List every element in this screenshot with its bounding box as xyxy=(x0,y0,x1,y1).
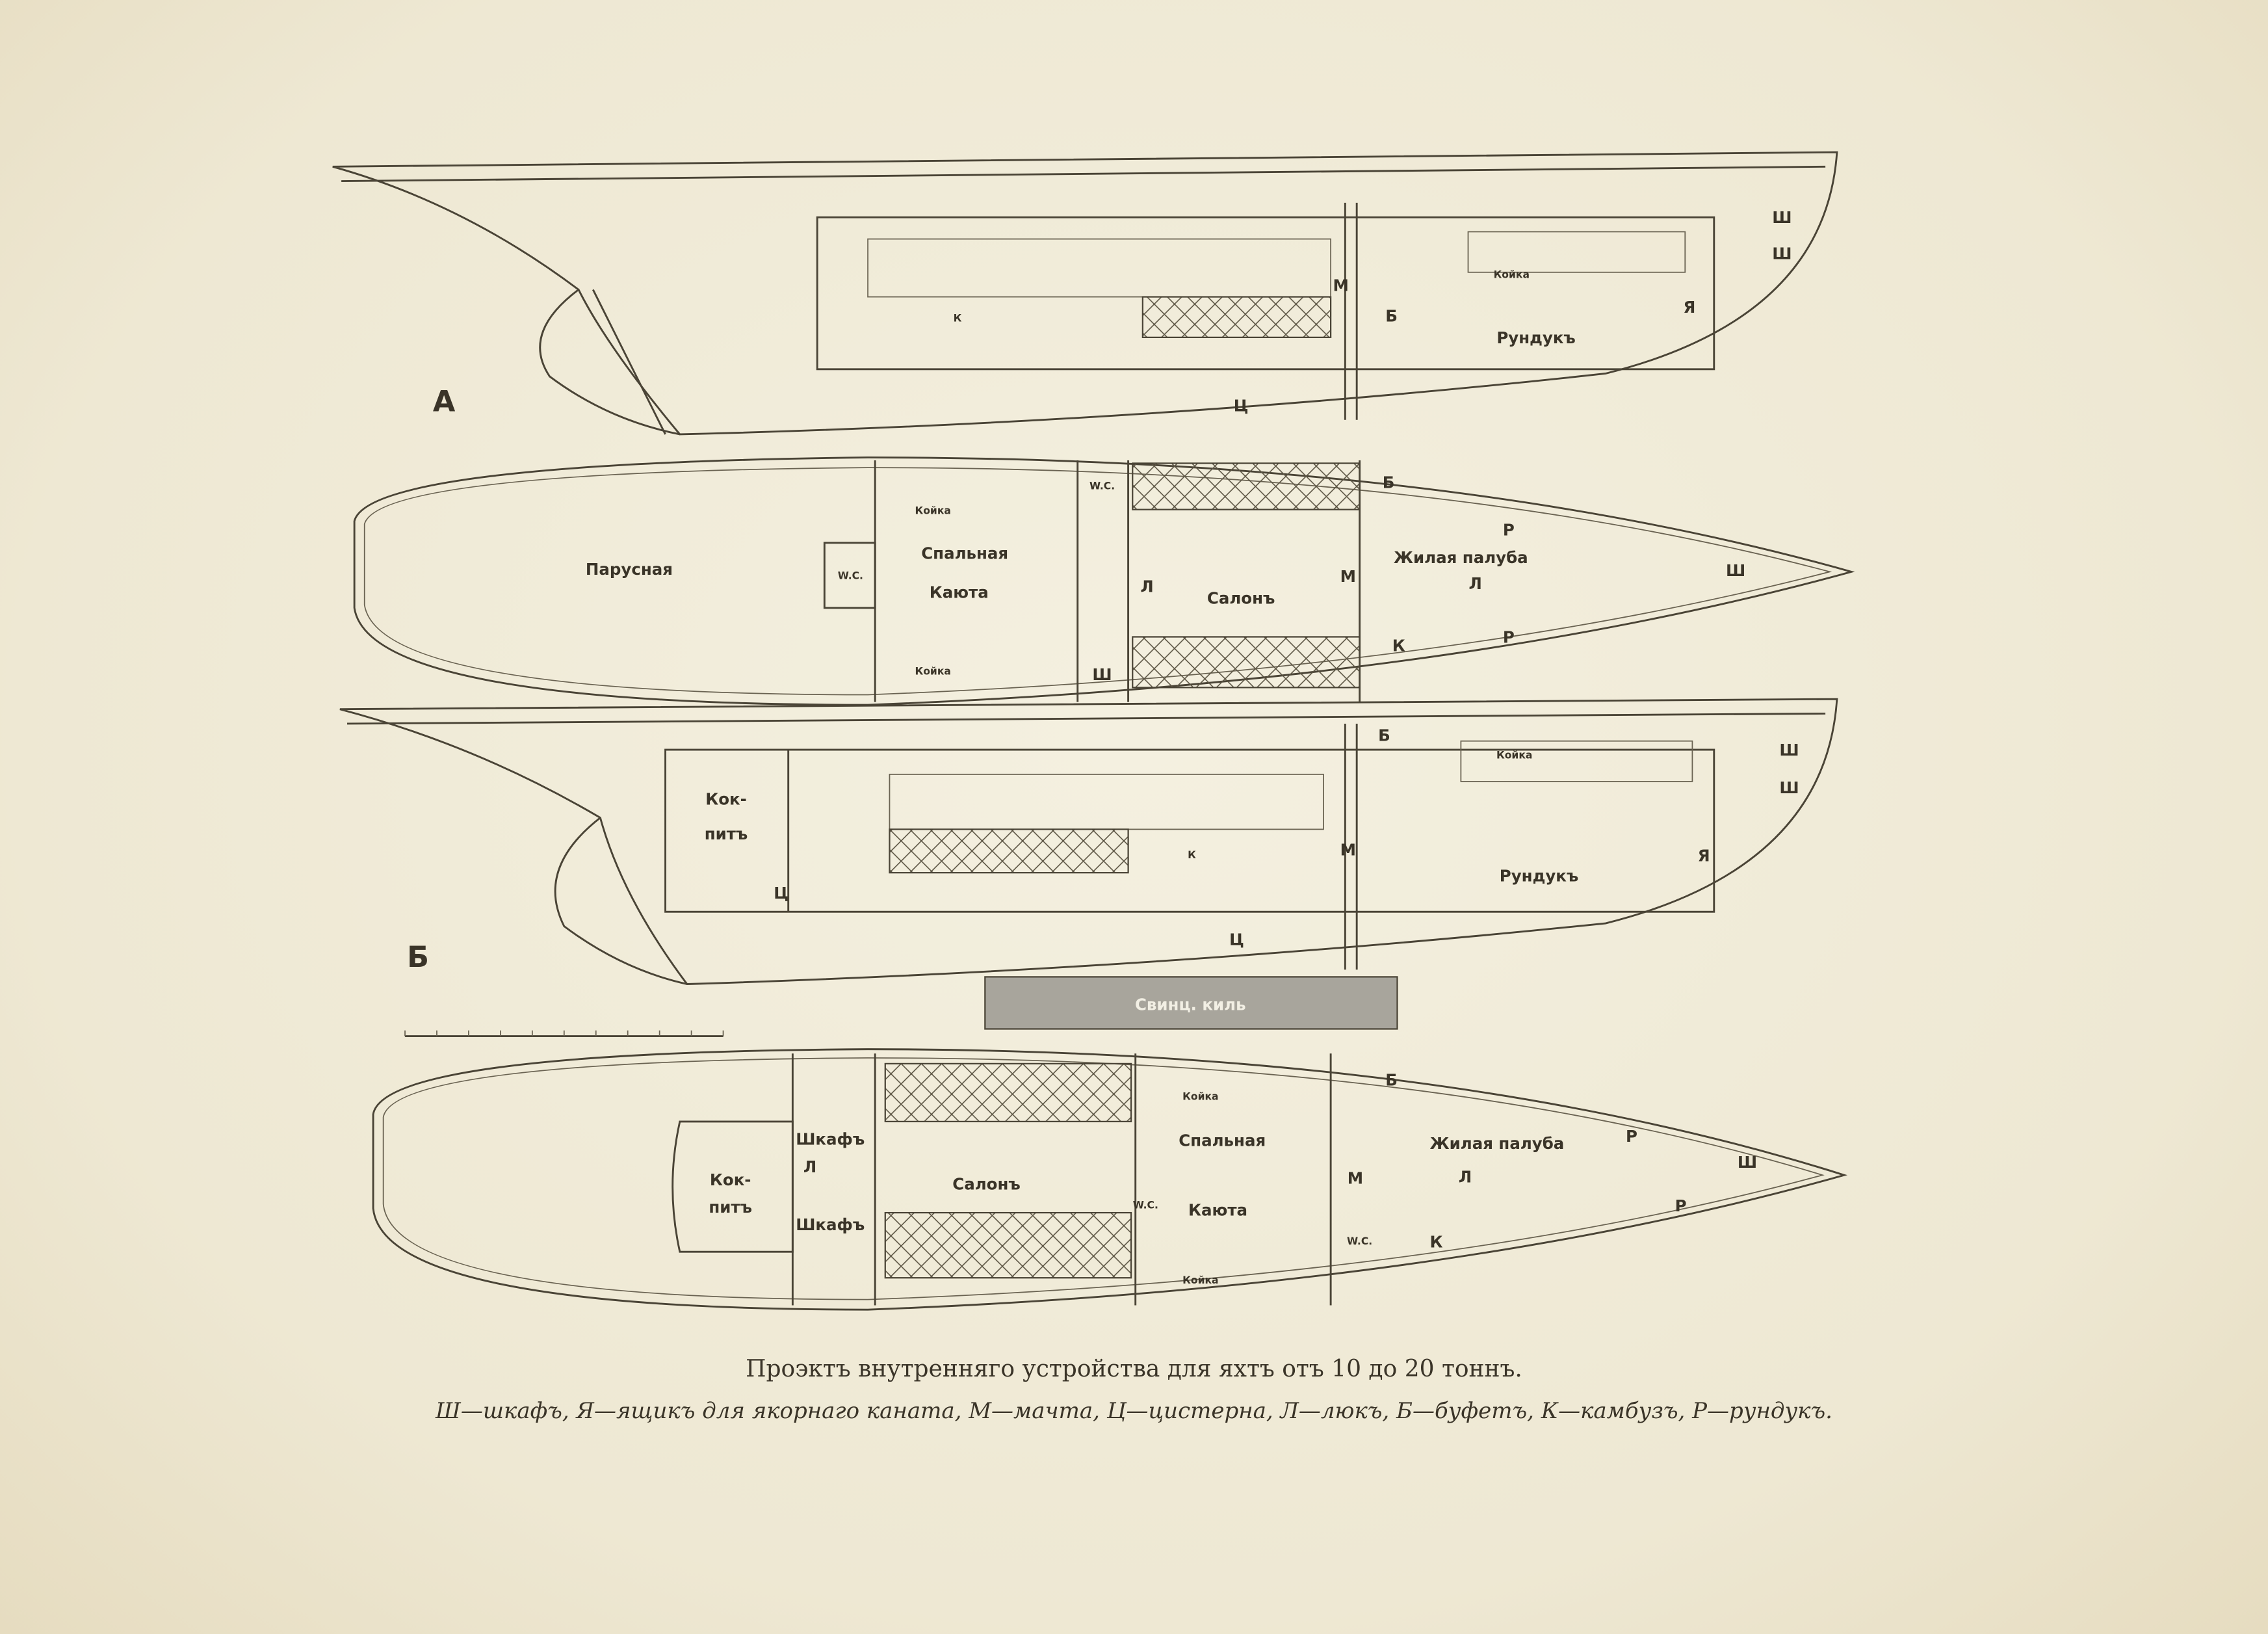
label-shkaf: Ш xyxy=(1779,741,1799,759)
label-zhilaya-paluba: Жилая палуба xyxy=(1394,548,1528,567)
label-koika: Койка xyxy=(1496,749,1532,761)
label-shkaf: Ш xyxy=(1772,208,1792,227)
label-cisterna: Ц xyxy=(1229,930,1244,949)
label-wc: W.C. xyxy=(838,570,863,581)
label-koika: Койка xyxy=(1494,269,1530,281)
label-yashchik: Я xyxy=(1698,846,1710,865)
plan-b-marker: Б xyxy=(407,941,429,974)
lead-keel xyxy=(984,976,1398,1030)
label-rundyk: Р xyxy=(1503,521,1515,540)
label-spalnaya: Спальная xyxy=(1179,1131,1266,1150)
label-salon: Салонъ xyxy=(952,1174,1021,1193)
plan-a-profile: Ш Ш Я Рундукъ Койка М Б К Ц А xyxy=(332,151,1838,436)
label-parusnaya: Парусная xyxy=(586,560,673,579)
label-bufet: Б xyxy=(1378,726,1390,745)
label-koika: Койка xyxy=(915,665,951,677)
label-machta: М xyxy=(1340,840,1356,859)
label-yashchik: Я xyxy=(1684,298,1696,317)
label-zhilaya-paluba: Жилая палуба xyxy=(1430,1134,1565,1153)
label-shkaf: Ш xyxy=(1726,561,1745,580)
label-salon: Салонъ xyxy=(1207,588,1275,607)
plan-a-marker: А xyxy=(433,385,456,418)
scale-bar xyxy=(404,1030,724,1038)
label-rundyk: Р xyxy=(1503,627,1515,646)
label-machta: М xyxy=(1340,567,1356,586)
label-kambuz: К xyxy=(1392,637,1405,655)
label-wc: W.C. xyxy=(1133,1199,1158,1211)
label-shkaf: Шкафъ xyxy=(796,1129,865,1148)
label-cisterna: Ц xyxy=(774,884,789,903)
label-koika: Койка xyxy=(915,505,951,516)
label-lyuk: Л xyxy=(1468,574,1481,593)
plan-b-deck: Шкафъ Шкафъ Кок- питъ Л Салонъ Койка Спа… xyxy=(372,1048,1848,1311)
label-shkaf: Ш xyxy=(1779,778,1799,797)
label-koika: Койка xyxy=(1182,1091,1218,1103)
caption-legend: Ш—шкафъ, Я—ящикъ для якорнаго каната, М—… xyxy=(436,1398,1832,1424)
label-kokpit: Кок- xyxy=(705,790,747,809)
label-cisterna: Ц xyxy=(1234,396,1249,415)
label-rundyk: Р xyxy=(1675,1196,1687,1215)
label-lyuk: Л xyxy=(1459,1167,1472,1186)
label-kambuz: К xyxy=(954,312,962,324)
label-wc: W.C. xyxy=(1347,1235,1372,1247)
label-rundyk: Р xyxy=(1626,1127,1637,1146)
label-shkaf: Ш xyxy=(1772,244,1792,263)
label-kambuz: К xyxy=(1430,1232,1443,1251)
plan-a-deck: Парусная Койка Спальная Каюта Койка Сало… xyxy=(353,456,1855,706)
label-machta: М xyxy=(1348,1169,1363,1188)
label-koika: Койка xyxy=(1182,1274,1218,1286)
label-bufet: Б xyxy=(1385,306,1398,325)
label-bufet: Б xyxy=(1385,1070,1398,1089)
label-bufet: Б xyxy=(1383,473,1395,492)
label-lyuk: Л xyxy=(803,1157,816,1176)
label-wc: W.C. xyxy=(1089,481,1115,492)
label-rundyk: Рундукъ xyxy=(1500,867,1579,886)
label-kayuta: Каюта xyxy=(930,583,989,601)
label-kayuta: Каюта xyxy=(1188,1201,1247,1220)
label-rundyk: Рундукъ xyxy=(1496,328,1576,347)
label-machta: М xyxy=(1333,276,1349,295)
plan-b-profile: Кок- питъ Ц Ц М Б Койка Рундукъ Я Ш Ш К … xyxy=(339,698,1838,1038)
label-shkaf: Шкафъ xyxy=(796,1215,865,1234)
label-kokpit: питъ xyxy=(709,1198,752,1217)
label-kokpit: питъ xyxy=(705,824,748,843)
label-kambuz: К xyxy=(1188,849,1196,861)
label-spalnaya: Спальная xyxy=(921,544,1008,562)
label-lyuk: Л xyxy=(1140,577,1153,596)
label-shkaf: Ш xyxy=(1092,665,1112,684)
label-lead-keel: Свинц. киль xyxy=(1135,995,1246,1014)
label-shkaf: Ш xyxy=(1738,1153,1757,1172)
caption-title: Проэктъ внутренняго устройства для яхтъ … xyxy=(746,1356,1522,1382)
label-kokpit: Кок- xyxy=(710,1170,751,1189)
